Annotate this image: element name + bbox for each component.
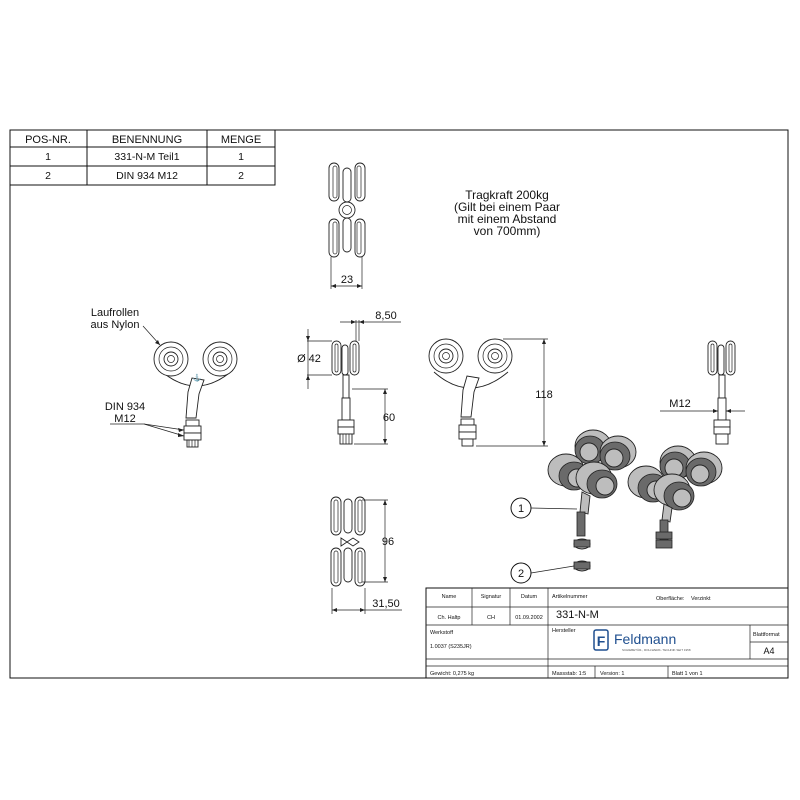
svg-text:1: 1 <box>518 503 524 515</box>
tb-label-surface: Oberfläche: <box>656 596 685 602</box>
callout-rollers-line2: aus Nylon <box>91 319 140 331</box>
callout-nut-line1: DIN 934 <box>105 401 145 413</box>
bom-cell-pos: 1 <box>45 151 51 163</box>
dim-spacing: 96 <box>382 536 394 548</box>
tb-label-signature: Signatur <box>481 594 502 600</box>
note-line: (Gilt bei einem Paar <box>454 200 560 214</box>
tb-value-date: 01.09.2002 <box>515 615 543 621</box>
tb-value-name: Ch. Haltp <box>438 615 461 621</box>
dim-width-top: 23 <box>341 274 353 286</box>
tb-label-scale: Massstab: 1:5 <box>552 671 586 677</box>
isometric-assembly-exploded <box>547 429 637 572</box>
weld-symbol: ⚓ <box>193 373 202 382</box>
drawing-border <box>9 129 789 679</box>
bom-cell-name: DIN 934 M12 <box>116 170 178 182</box>
load-capacity-note: Tragkraft 200kg (Gilt bei einem Paar mit… <box>454 188 560 238</box>
tb-label-version: Version: 1 <box>600 671 624 677</box>
side-view-middle: 8,50 Ø 42 60 <box>297 310 401 445</box>
bom-cell-qty: 2 <box>238 170 244 182</box>
note-line: Tragkraft 200kg <box>465 188 549 202</box>
tb-label-name: Name <box>442 594 457 600</box>
dim-thread: M12 <box>669 398 690 410</box>
tb-value-material: 1.0037 (S235JR) <box>430 644 472 650</box>
bom-header-qty: MENGE <box>221 134 261 146</box>
dim-shaft: 60 <box>383 412 395 424</box>
balloon-1: 1 <box>510 497 578 519</box>
svg-text:F: F <box>597 633 606 649</box>
tb-value-surface: Verzinkt <box>691 596 711 602</box>
feldmann-logo: F Feldmann SCHIEBETÜR-, ROLLWERK- TECHNI… <box>593 629 691 652</box>
dim-height: 118 <box>535 389 553 401</box>
tb-label-manufacturer: Hersteller <box>552 628 576 634</box>
tb-label-sheet: Blatt 1 von 1 <box>672 671 703 677</box>
note-line: mit einem Abstand <box>458 212 557 226</box>
dim-depth: 31,50 <box>372 598 400 610</box>
bom-header-name: BENENNUNG <box>112 134 182 146</box>
callout-rollers-line1: Laufrollen <box>91 307 139 319</box>
bom-cell-qty: 1 <box>238 151 244 163</box>
logo-tagline: SCHIEBETÜR-, ROLLWERK- TECHNIK SEIT 1958 <box>622 648 691 652</box>
top-view: 23 <box>328 162 366 289</box>
title-block: Name Signatur Datum Artikelnummer Oberfl… <box>425 587 789 679</box>
tb-label-date: Datum <box>521 594 538 600</box>
bom-cell-name: 331-N-M Teil1 <box>114 151 179 163</box>
tb-value-article: 331-N-M <box>556 609 599 621</box>
tb-label-weight: Gewicht: 0,275 kg <box>430 671 474 677</box>
tb-label-article: Artikelnummer <box>552 594 588 600</box>
note-line: von 700mm) <box>474 224 541 238</box>
bom-header-pos: POS-NR. <box>25 134 71 146</box>
bom-cell-pos: 2 <box>45 170 51 182</box>
tb-value-signature: CH <box>487 615 495 621</box>
bom-table: POS-NR. BENENNUNG MENGE 1 331-N-M Teil1 … <box>9 129 276 186</box>
side-view-right: M12 <box>660 340 745 445</box>
logo-name: Feldmann <box>614 631 676 647</box>
tb-label-material: Werkstoff <box>430 630 453 636</box>
tb-label-sheet-format: Blattformat <box>753 632 780 638</box>
front-view-right: 118 <box>428 338 553 447</box>
tb-value-sheet-format: A4 <box>763 646 774 656</box>
svg-text:2: 2 <box>518 568 524 580</box>
isometric-assembly <box>627 445 723 549</box>
balloon-2: 2 <box>510 562 575 584</box>
front-view-left: ⚓ Laufrollen aus Nylon DIN 934 M12 <box>91 307 238 448</box>
dim-diameter: Ø 42 <box>297 353 321 365</box>
dim-offset: 8,50 <box>375 310 396 322</box>
bottom-view: 96 31,50 <box>330 496 402 614</box>
callout-nut-line2: M12 <box>114 413 135 425</box>
